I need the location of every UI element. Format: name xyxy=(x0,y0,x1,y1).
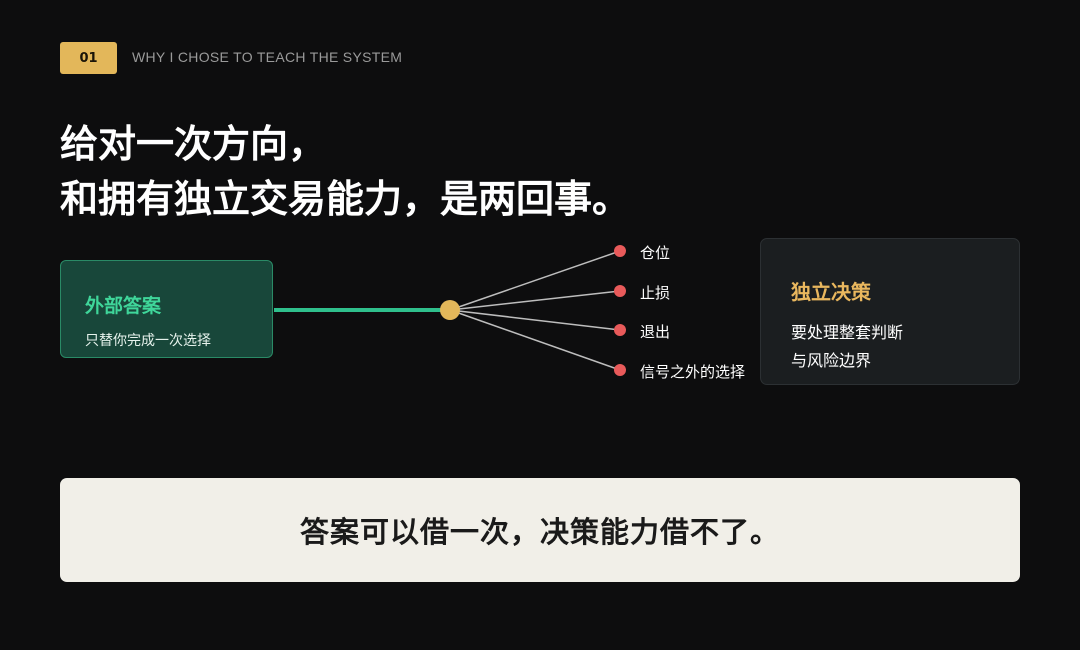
external-answer-title: 外部答案 xyxy=(85,295,162,317)
quote-box: 答案可以借一次，决策能力借不了。 xyxy=(60,478,1020,582)
branch-dot-3 xyxy=(614,324,626,336)
branch-line-1 xyxy=(449,250,621,311)
independent-decision-card: 独立决策 要处理整套判断 与风险边界 xyxy=(760,238,1020,385)
external-answer-subtitle: 只替你完成一次选择 xyxy=(85,333,211,349)
section-number: 01 xyxy=(79,50,98,66)
quote-text: 答案可以借一次，决策能力借不了。 xyxy=(299,515,780,549)
section-number-badge: 01 xyxy=(60,42,117,74)
branch-label-position: 仓位 xyxy=(640,244,671,262)
branch-dot-2 xyxy=(614,285,626,297)
external-answer-card: 外部答案 只替你完成一次选择 xyxy=(60,260,273,358)
branch-line-2 xyxy=(449,290,621,311)
decision-description: 要处理整套判断 与风险边界 xyxy=(791,319,903,375)
section-label: WHY I CHOSE TO TEACH THE SYSTEM xyxy=(132,49,403,65)
decision-line-2: 与风险边界 xyxy=(791,351,872,370)
branch-label-beyond-signal: 信号之外的选择 xyxy=(640,363,746,381)
decision-line-1: 要处理整套判断 xyxy=(791,323,904,342)
branch-label-stop-loss: 止损 xyxy=(640,284,671,302)
title-line-2: 和拥有独立交易能力，是两回事。 xyxy=(60,177,631,221)
hub-node xyxy=(440,300,460,320)
branch-label-exit: 退出 xyxy=(640,323,671,341)
branch-dot-4 xyxy=(614,364,626,376)
title-line-1: 给对一次方向， xyxy=(60,122,327,166)
decision-title: 独立决策 xyxy=(791,280,871,304)
branch-line-3 xyxy=(449,309,621,331)
page-title: 给对一次方向， 和拥有独立交易能力，是两回事。 xyxy=(60,117,630,227)
branch-dot-1 xyxy=(614,245,626,257)
branch-line-4 xyxy=(449,309,621,371)
